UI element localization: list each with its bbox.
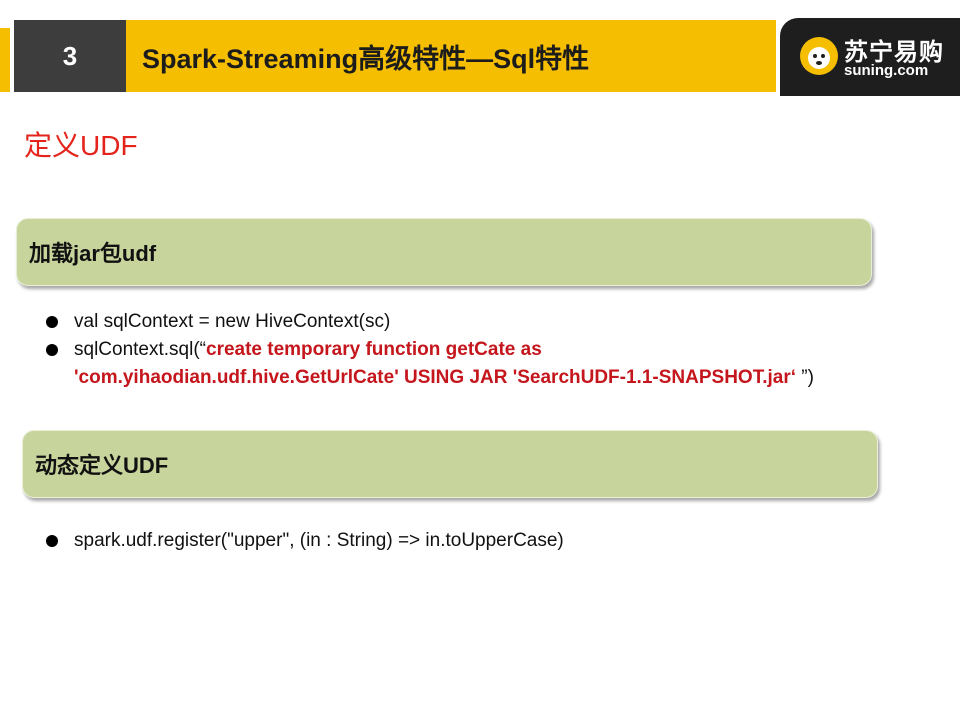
slide-number: 3 bbox=[14, 20, 126, 92]
code-text: val sqlContext = new HiveContext(sc) bbox=[74, 311, 391, 332]
panel-dynamic-udf: 动态定义UDF bbox=[22, 430, 878, 498]
bullet-dot-icon bbox=[46, 316, 58, 328]
panel-title: 动态定义UDF bbox=[35, 453, 169, 478]
list-item: sqlContext.sql(“create temporary functio… bbox=[46, 336, 814, 392]
panel-title: 加载jar包udf bbox=[29, 241, 157, 266]
bullet-dot-icon bbox=[46, 344, 58, 356]
panel-load-jar-udf: 加载jar包udf bbox=[16, 218, 872, 286]
code-suffix: ”) bbox=[801, 367, 814, 388]
left-accent-bar bbox=[0, 28, 10, 92]
list-item: val sqlContext = new HiveContext(sc) bbox=[46, 308, 814, 336]
code-text: spark.udf.register("upper", (in : String… bbox=[74, 530, 564, 551]
lion-mascot-icon bbox=[800, 37, 838, 75]
bullet-dot-icon bbox=[46, 535, 58, 547]
section-title: 定义UDF bbox=[24, 130, 138, 161]
code-prefix: sqlContext.sql(“ bbox=[74, 339, 206, 360]
suning-logo: 苏宁易购 suning.com bbox=[780, 18, 960, 96]
bullet-list-jar-udf: val sqlContext = new HiveContext(sc) sql… bbox=[46, 308, 814, 392]
code-highlight-line1: create temporary function getCate as bbox=[206, 339, 542, 360]
logo-text-en: suning.com bbox=[844, 62, 929, 79]
slide-header: 3 Spark-Streaming高级特性—Sql特性 苏宁易购 suning.… bbox=[0, 0, 960, 96]
bullet-list-dynamic-udf: spark.udf.register("upper", (in : String… bbox=[46, 527, 564, 555]
list-item: spark.udf.register("upper", (in : String… bbox=[46, 527, 564, 555]
code-highlight-line2: 'com.yihaodian.udf.hive.GetUrlCate' USIN… bbox=[74, 367, 802, 388]
slide-title: Spark-Streaming高级特性—Sql特性 bbox=[126, 20, 776, 92]
logo-text-cn: 苏宁易购 bbox=[844, 39, 944, 66]
